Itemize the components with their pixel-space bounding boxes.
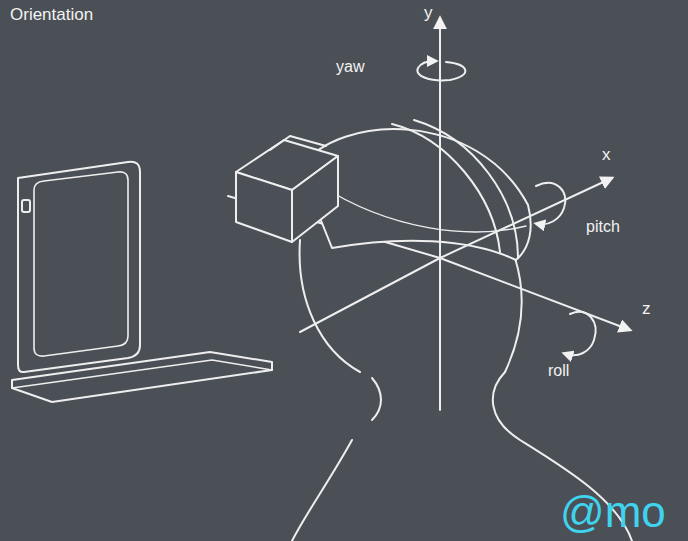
rotation-label: roll [548, 362, 569, 380]
axis-label: z [642, 300, 651, 319]
diagram-title: Orientation [10, 6, 93, 25]
rotation-label: pitch [586, 218, 620, 236]
y-axis-lower [439, 258, 441, 410]
pitch-arrow [536, 183, 565, 224]
watermark: @mo [560, 488, 666, 536]
vr-headset [236, 136, 338, 242]
z-axis [440, 258, 630, 330]
y-axis [439, 18, 441, 258]
x-axis-back [300, 258, 440, 332]
axis-label: y [424, 4, 433, 23]
yaw-arrow [417, 61, 465, 80]
rotation-label: yaw [336, 58, 364, 76]
roll-arrow [566, 312, 596, 355]
axis-label: x [602, 146, 611, 165]
